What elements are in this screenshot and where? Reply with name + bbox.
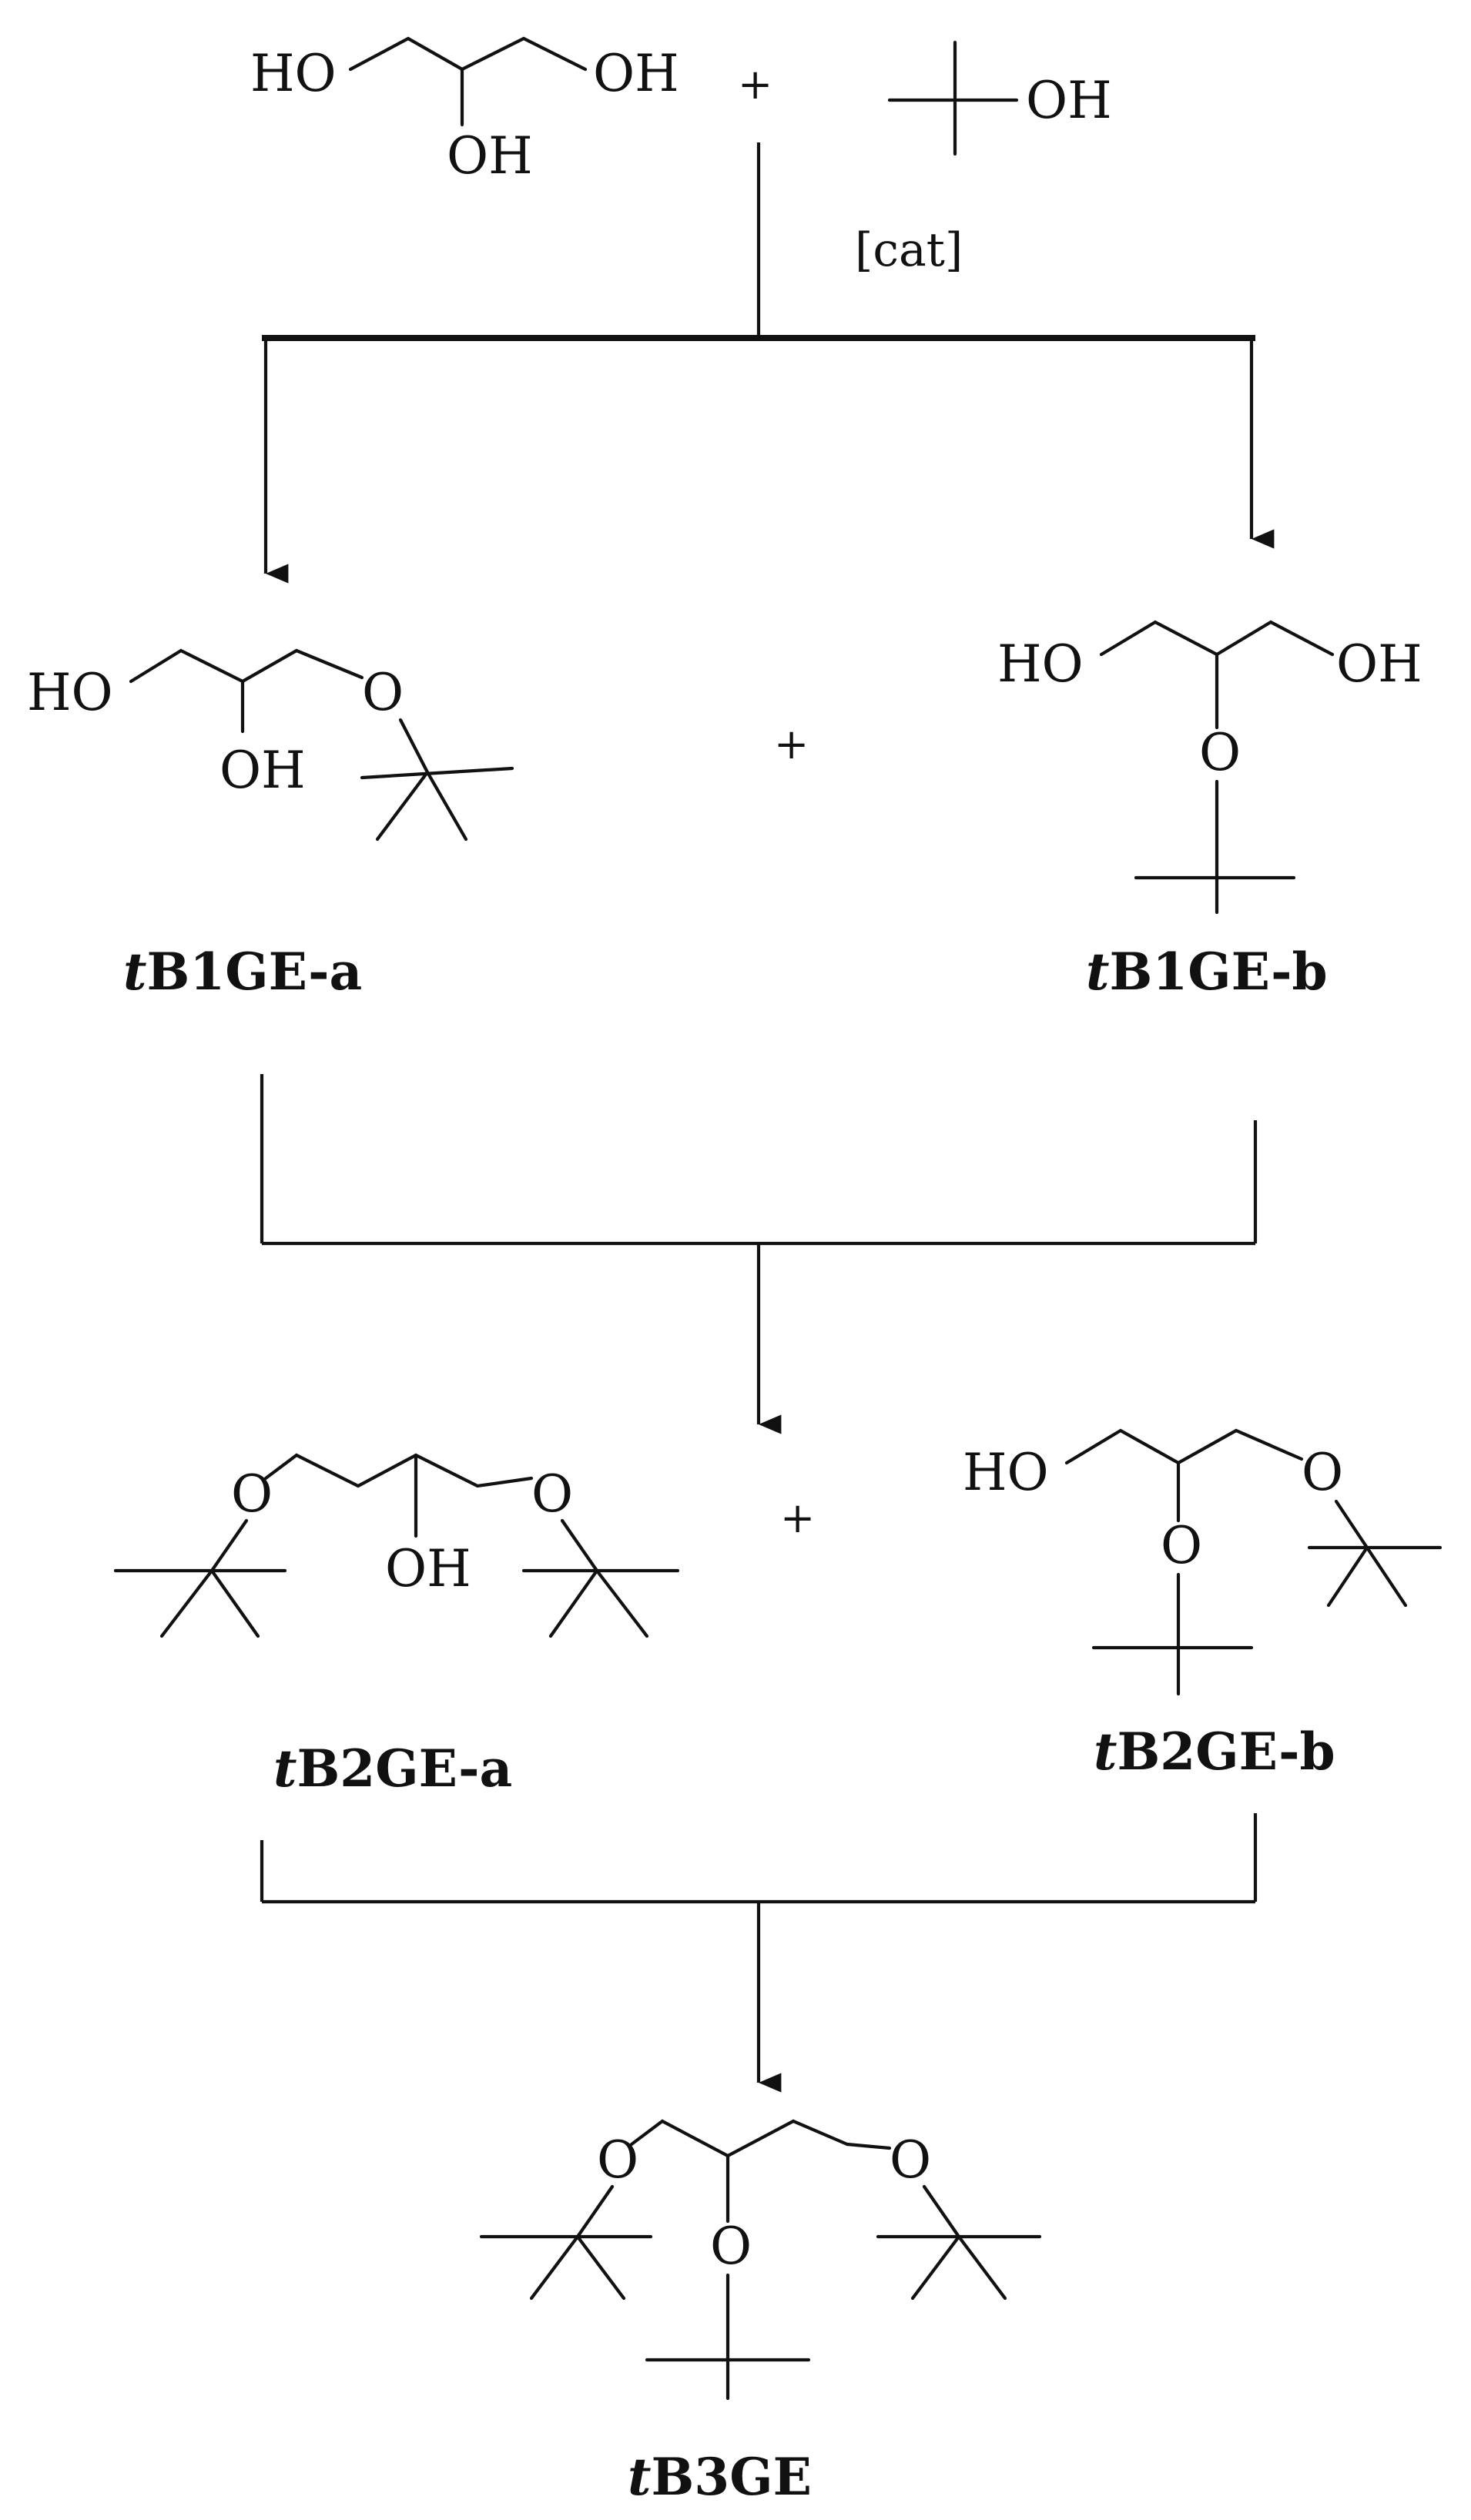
tB1GE-b-ho: HO xyxy=(997,634,1084,694)
plus-sign-tB2GE: + xyxy=(780,1494,815,1542)
tB2GE-b-o-middle: O xyxy=(1161,1516,1202,1575)
tB1GE-b-label: tB1GE-b xyxy=(1086,942,1328,1002)
tB3GE-left-tbu-lower-right xyxy=(575,2234,626,2301)
glycerol-oh-right: OH xyxy=(593,44,679,103)
tB3GE-o-right: O xyxy=(890,2130,931,2190)
tB1GE-a-label-italic: t xyxy=(123,942,147,1002)
tB2GE-b-label: tB2GE-b xyxy=(1094,1722,1335,1782)
tB2GE-a-left-o-c-bond xyxy=(209,1518,249,1573)
tB1GE-b-label-italic: t xyxy=(1086,942,1110,1002)
glycerol-oh-middle: OH xyxy=(447,126,533,186)
tB1GE-a-label-rest: B1GE-a xyxy=(147,942,363,1002)
tB2GE-b-backbone xyxy=(1064,1428,1304,1465)
tB2GE-a-left-tbu-lower-left xyxy=(159,1568,214,1638)
catalyst-label: [cat] xyxy=(855,223,963,277)
tB2GE-a-oh: OH xyxy=(385,1539,471,1598)
tert-butanol-structure: OH xyxy=(887,40,1112,156)
tB3GE-right-o-c-bond xyxy=(922,2184,961,2239)
glycerol-backbone xyxy=(348,36,588,72)
tB1GE-a-backbone xyxy=(129,648,364,684)
tB2GE-a-label: tB2GE-a xyxy=(273,1739,512,1799)
tB1GE-a-structure: HO O OH xyxy=(27,648,514,842)
tB1GE-a-tbu-lower-left xyxy=(375,770,430,842)
tB3GE-label-italic: t xyxy=(628,2447,652,2507)
tB1GE-b-label-rest: B1GE-b xyxy=(1110,942,1328,1002)
tB1GE-a-o-c-bond xyxy=(398,718,430,775)
tB3GE-c3-o-bond xyxy=(845,2142,892,2150)
tB3GE-o-left: O xyxy=(597,2130,638,2190)
tB3GE-right-tbu-lower-right xyxy=(957,2234,1007,2301)
tB1GE-a-ho: HO xyxy=(27,663,113,722)
tB3GE-left-o-c-bond xyxy=(575,2184,615,2239)
tB2GE-a-label-rest: B2GE-a xyxy=(297,1739,513,1799)
tB2GE-b-ho: HO xyxy=(963,1443,1049,1502)
tB1GE-a-oh: OH xyxy=(219,741,306,800)
tB2GE-b-label-rest: B2GE-b xyxy=(1117,1722,1335,1782)
plus-sign-tB1GE: + xyxy=(774,720,809,768)
tB2GE-a-right-tbu-lower-left xyxy=(548,1568,599,1638)
tB2GE-a-left-tbu-lower-right xyxy=(209,1568,260,1638)
tB3GE-label: tB3GE xyxy=(628,2447,812,2507)
glycerol-ho-left: HO xyxy=(250,44,337,103)
tB2GE-b-right-tbu-lower-left xyxy=(1326,1545,1369,1608)
tB3GE-structure: O O O xyxy=(479,2119,1042,2401)
tB3GE-backbone xyxy=(629,2119,849,2158)
tB2GE-a-o-left: O xyxy=(231,1464,273,1524)
tB2GE-a-structure: O O OH xyxy=(113,1453,680,1638)
tB2GE-b-right-o-c-bond xyxy=(1334,1499,1369,1550)
tB1GE-b-structure: HO OH O xyxy=(997,620,1422,915)
tB1GE-b-ether-o: O xyxy=(1199,723,1241,782)
tB2GE-b-o-right: O xyxy=(1302,1443,1343,1502)
tB1GE-a-ether-o: O xyxy=(362,663,404,722)
tB2GE-a-backbone xyxy=(263,1453,534,1488)
tB2GE-a-label-italic: t xyxy=(273,1739,297,1799)
tB1GE-a-label: tB1GE-a xyxy=(123,942,362,1002)
tB1GE-b-backbone xyxy=(1099,620,1335,657)
tB2GE-b-structure: HO O O xyxy=(963,1428,1443,1696)
tB3GE-left-tbu-lower-left xyxy=(529,2234,580,2301)
tB1GE-b-oh: OH xyxy=(1336,634,1422,694)
tbuoh-oh: OH xyxy=(1026,71,1112,130)
tB2GE-a-right-tbu-lower-right xyxy=(595,1568,649,1638)
tB3GE-right-tbu-lower-left xyxy=(910,2234,961,2301)
tB3GE-o-middle: O xyxy=(710,2217,752,2276)
glycerol-structure: HO OH OH xyxy=(250,36,679,186)
tB3GE-label-rest: B3GE xyxy=(652,2447,812,2507)
plus-sign-reagents: + xyxy=(738,60,772,109)
tB2GE-b-label-italic: t xyxy=(1094,1722,1117,1782)
tB2GE-b-right-tbu-lower-right xyxy=(1365,1545,1408,1608)
tB2GE-a-o-right: O xyxy=(531,1464,573,1524)
tB1GE-a-tbu-lower-right xyxy=(425,770,468,842)
tB2GE-a-right-o-c-bond xyxy=(560,1518,599,1573)
tB1GE-a-tbu-horizontal xyxy=(360,766,514,780)
